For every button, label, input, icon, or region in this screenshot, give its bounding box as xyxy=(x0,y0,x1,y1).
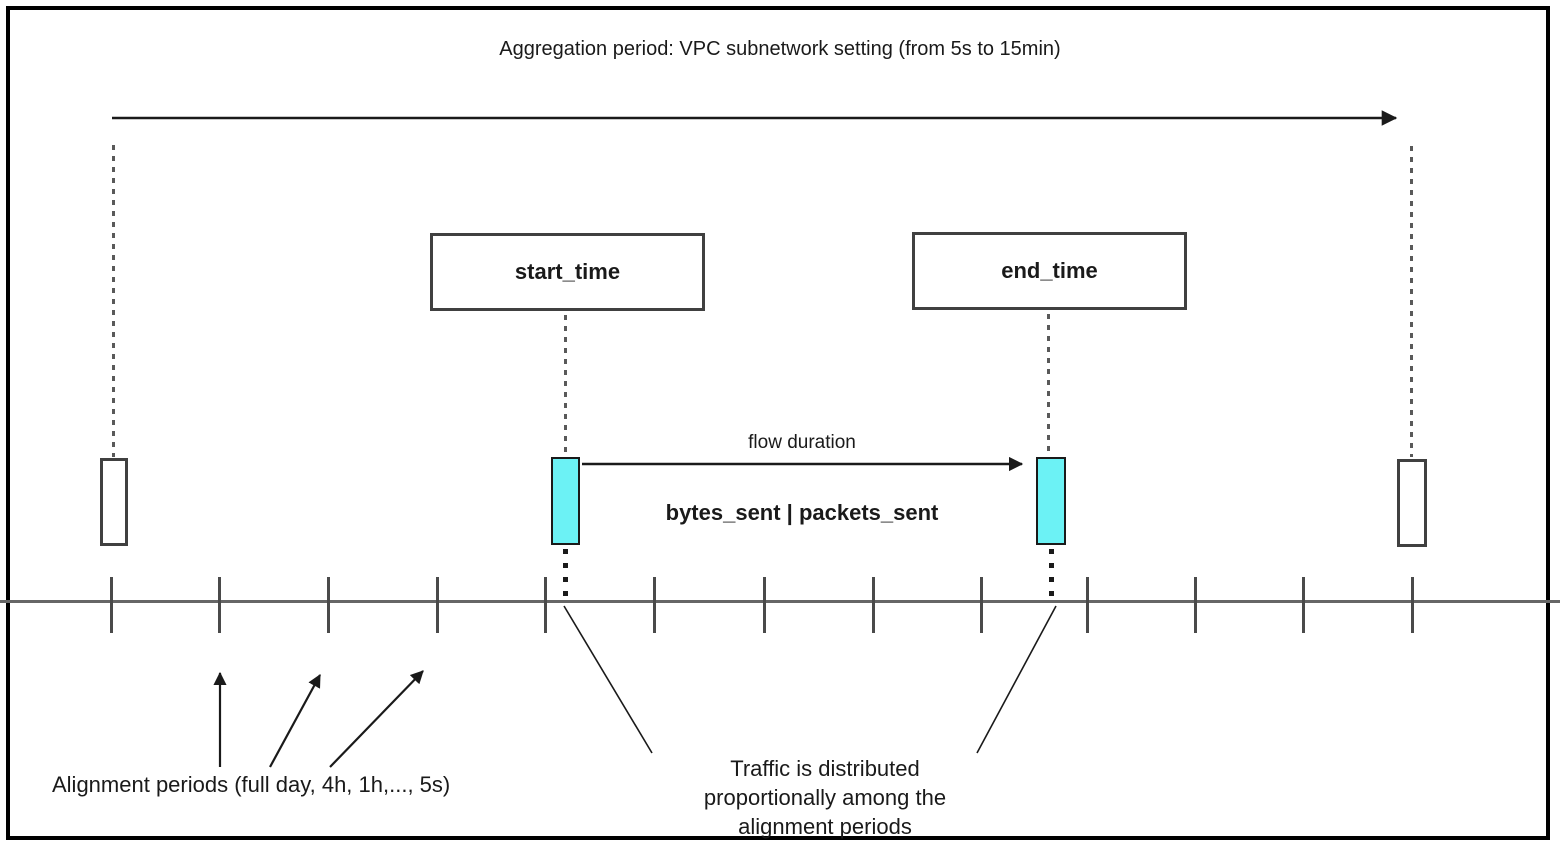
start-marker-timeline-connector xyxy=(563,549,568,604)
start-time-box: start_time xyxy=(430,233,705,311)
timeline-tick xyxy=(1193,577,1197,633)
start-time-connector xyxy=(564,315,567,455)
end-time-label: end_time xyxy=(1001,258,1098,283)
start-time-label: start_time xyxy=(514,259,621,284)
diagram-title: Aggregation period: VPC subnetwork setti… xyxy=(499,38,1061,60)
traffic-distribution-note: Traffic is distributed proportionally am… xyxy=(703,756,947,839)
flow-duration-label: flow duration xyxy=(748,432,856,453)
timeline-tick xyxy=(1301,577,1305,633)
right-boundary-dashed-line xyxy=(1410,146,1413,457)
timeline-tick xyxy=(1410,577,1414,633)
end-time-connector xyxy=(1047,314,1050,455)
timeline-tick xyxy=(217,577,221,633)
left-boundary-marker xyxy=(100,458,128,546)
timeline-axis xyxy=(0,600,1560,603)
end-time-marker xyxy=(1036,457,1066,545)
timeline-tick xyxy=(543,577,547,633)
timeline-tick xyxy=(652,577,656,633)
timeline-tick xyxy=(1085,577,1089,633)
timeline-tick xyxy=(109,577,113,633)
left-boundary-dashed-line xyxy=(112,145,115,457)
right-boundary-marker xyxy=(1397,459,1427,547)
timeline-tick xyxy=(979,577,983,633)
outer-frame xyxy=(6,6,1550,840)
timeline-tick xyxy=(871,577,875,633)
timeline-tick xyxy=(762,577,766,633)
alignment-periods-label: Alignment periods (full day, 4h, 1h,...,… xyxy=(52,772,451,797)
start-time-marker xyxy=(551,457,580,545)
end-time-box: end_time xyxy=(912,232,1187,310)
metrics-label: bytes_sent | packets_sent xyxy=(665,500,939,525)
timeline-tick xyxy=(435,577,439,633)
end-marker-timeline-connector xyxy=(1049,549,1054,604)
timeline-tick xyxy=(326,577,330,633)
